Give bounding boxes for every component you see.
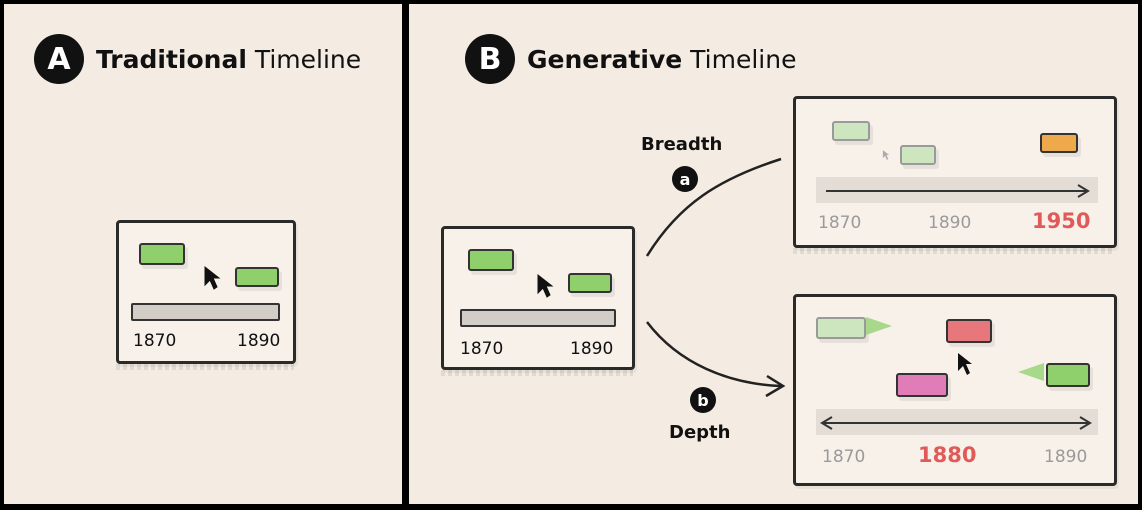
event-block[interactable]: [568, 273, 612, 293]
panel-a-title-bold: Traditional: [96, 44, 247, 74]
event-block-faded[interactable]: [816, 317, 866, 339]
year-label-highlight: 1950: [1032, 209, 1091, 233]
year-label-1870: 1870: [822, 447, 866, 467]
panel-b-badge: B: [465, 34, 515, 84]
box-shadow-hatch: [116, 364, 294, 370]
year-label-start: 1870: [460, 339, 504, 359]
year-label-end: 1890: [570, 339, 614, 359]
box-shadow-hatch: [441, 370, 633, 376]
breadth-timeline-box: 1870 1890 1950: [793, 96, 1117, 248]
event-block-new[interactable]: [896, 373, 948, 397]
event-block-faded[interactable]: [900, 145, 936, 165]
triangle-right-icon: [866, 317, 892, 335]
source-timeline-box: 1870 1890: [441, 226, 635, 370]
timeline-axis-bar: [131, 303, 280, 321]
event-block-new[interactable]: [946, 319, 992, 343]
panel-b-title-light: Timeline: [690, 44, 797, 74]
breadth-arrow: [645, 157, 782, 257]
right-arrow-icon: [826, 184, 1090, 198]
year-label-1890: 1890: [1044, 447, 1088, 467]
triangle-left-icon: [1018, 363, 1044, 381]
depth-badge: b: [690, 387, 716, 413]
panel-a-badge: A: [34, 34, 84, 84]
panel-traditional-timeline: A Traditional Timeline 1870 1890: [4, 4, 402, 504]
double-arrow-icon: [820, 416, 1092, 430]
panel-b-header: B Generative Timeline: [465, 34, 796, 84]
event-block-faded[interactable]: [832, 121, 870, 141]
panel-a-header: A Traditional Timeline: [34, 34, 361, 84]
breadth-badge: a: [672, 166, 698, 192]
timeline-axis-bar: [460, 309, 616, 327]
depth-label: Depth: [669, 422, 731, 443]
panel-generative-timeline: B Generative Timeline 1870 1890 Breadth …: [409, 4, 1138, 504]
event-block[interactable]: [235, 267, 279, 287]
depth-timeline-box: 1870 1880 1890: [793, 294, 1117, 486]
panel-b-title: Generative Timeline: [527, 45, 796, 74]
cursor-icon: [958, 353, 972, 375]
event-block[interactable]: [1046, 363, 1090, 387]
panel-a-title-light: Timeline: [254, 44, 362, 74]
year-label-1870: 1870: [818, 213, 862, 233]
year-label-start: 1870: [133, 331, 177, 351]
event-block-new[interactable]: [1040, 133, 1078, 153]
cursor-icon: [537, 273, 554, 298]
year-label-end: 1890: [237, 331, 281, 351]
depth-arrow: [646, 321, 782, 388]
depth-arrowhead: [765, 374, 786, 398]
branch-arrows: [645, 157, 786, 398]
event-block[interactable]: [139, 243, 185, 265]
box-shadow-hatch: [793, 248, 1115, 254]
breadth-label: Breadth: [641, 134, 723, 155]
cursor-icon-faded: [882, 150, 890, 160]
event-block[interactable]: [468, 249, 514, 271]
traditional-timeline-box: 1870 1890: [116, 220, 296, 364]
panel-b-title-bold: Generative: [527, 44, 683, 74]
year-label-1890: 1890: [928, 213, 972, 233]
year-label-highlight: 1880: [918, 443, 977, 467]
panel-a-title: Traditional Timeline: [96, 45, 361, 74]
cursor-icon: [204, 265, 221, 290]
